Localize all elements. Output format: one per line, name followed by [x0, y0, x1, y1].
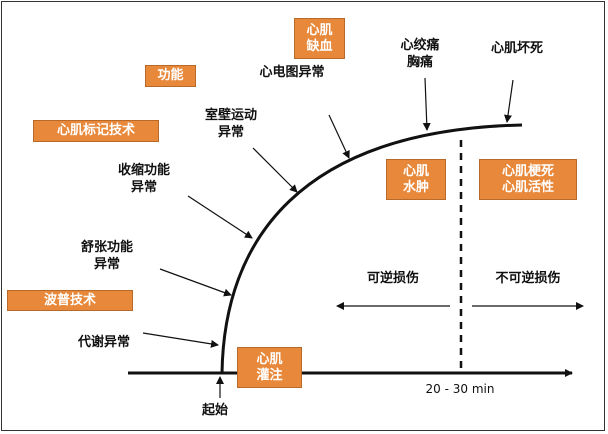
- cascade-curve: [220, 123, 523, 374]
- box-doppler-tech: 波普技术: [7, 290, 133, 311]
- label-systolic: 收缩功能 异常: [117, 163, 170, 195]
- label-onset: 起始: [201, 403, 228, 418]
- label-necrosis: 心肌坏死: [490, 41, 543, 56]
- label-angina: 心绞痛 胸痛: [400, 38, 440, 70]
- label-irreversible: 不可逆损伤: [495, 271, 561, 286]
- arrow-wall-motion: [252, 147, 298, 193]
- label-ecg-abnormal: 心电图异常: [259, 65, 325, 80]
- label-time: 20 - 30 min: [425, 382, 495, 396]
- label-metabolic: 代谢异常: [77, 335, 130, 350]
- box-ischemia: 心肌 缺血: [294, 18, 345, 59]
- box-marker-tech: 心肌标记技术: [33, 120, 159, 142]
- box-function: 功能: [145, 65, 196, 87]
- box-infarct-viability: 心肌梗死 心肌活性: [479, 159, 577, 200]
- arrow-metabolic: [142, 332, 219, 348]
- box-perfusion: 心肌 灌注: [237, 347, 302, 388]
- arrow-angina: [422, 77, 431, 131]
- label-reversible: 可逆损伤: [366, 271, 419, 286]
- box-edema: 心肌 水肿: [386, 159, 446, 200]
- arrow-ecg: [328, 114, 350, 159]
- label-diastolic: 舒张功能 异常: [80, 240, 133, 272]
- label-wall-motion: 室壁运动 异常: [204, 108, 257, 140]
- arrow-necrosis: [504, 79, 514, 123]
- arrow-systolic: [187, 195, 253, 239]
- arrow-diastolic: [159, 268, 232, 297]
